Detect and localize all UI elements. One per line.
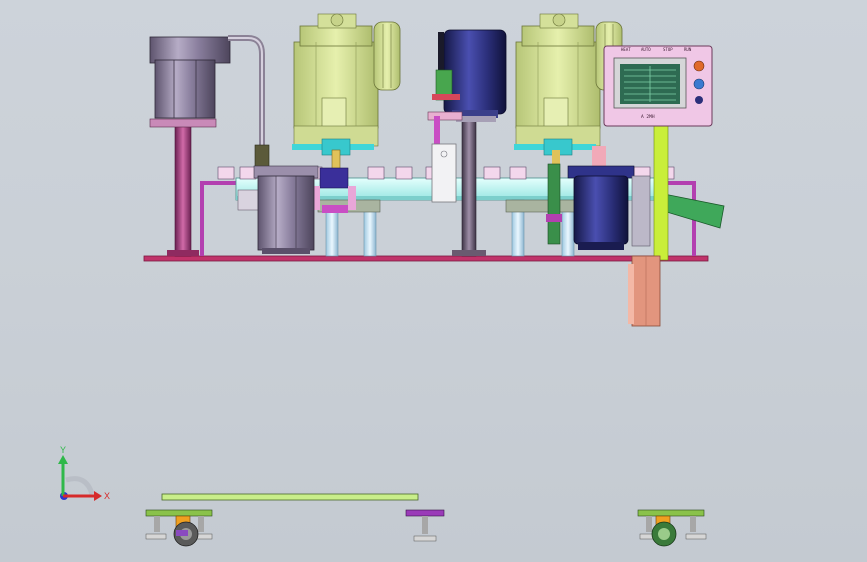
cart-rail: [161, 493, 419, 501]
base-plate: [143, 255, 709, 262]
emergency-stop-icon[interactable]: [693, 60, 705, 72]
triad-y-label: Y: [60, 445, 66, 455]
panel-button-heat[interactable]: HEAT: [621, 47, 631, 52]
caster-wheel-left: [145, 509, 213, 547]
control-panel[interactable]: HEAT AUTO STOP RUN A 2MH: [603, 45, 713, 127]
machine-assembly[interactable]: HEAT AUTO STOP RUN A 2MH: [143, 13, 725, 327]
triad-rotation-icon: [65, 476, 95, 495]
center-motor-unit: [427, 29, 507, 257]
right-hopper-cylinder: [567, 165, 651, 250]
panel-brand-label: A 2MH: [641, 114, 655, 120]
cart-assembly[interactable]: [145, 493, 707, 547]
leveling-foot-middle: [405, 509, 445, 542]
press-station-left: [292, 13, 401, 257]
coordinate-triad: Y X: [58, 445, 110, 501]
selector-knob-icon[interactable]: [693, 78, 705, 90]
left-hopper-cylinder: [237, 165, 319, 254]
left-cylinder-unit: [149, 35, 270, 257]
press-station-right: [505, 13, 623, 257]
panel-button-auto[interactable]: AUTO: [641, 47, 651, 52]
panel-button-run[interactable]: RUN: [684, 47, 692, 52]
control-column: [628, 125, 669, 327]
caster-wheel-right: [637, 509, 707, 547]
panel-button-stop[interactable]: STOP: [663, 47, 673, 52]
triad-x-label: X: [104, 491, 110, 501]
indicator-light-icon: [695, 96, 703, 104]
